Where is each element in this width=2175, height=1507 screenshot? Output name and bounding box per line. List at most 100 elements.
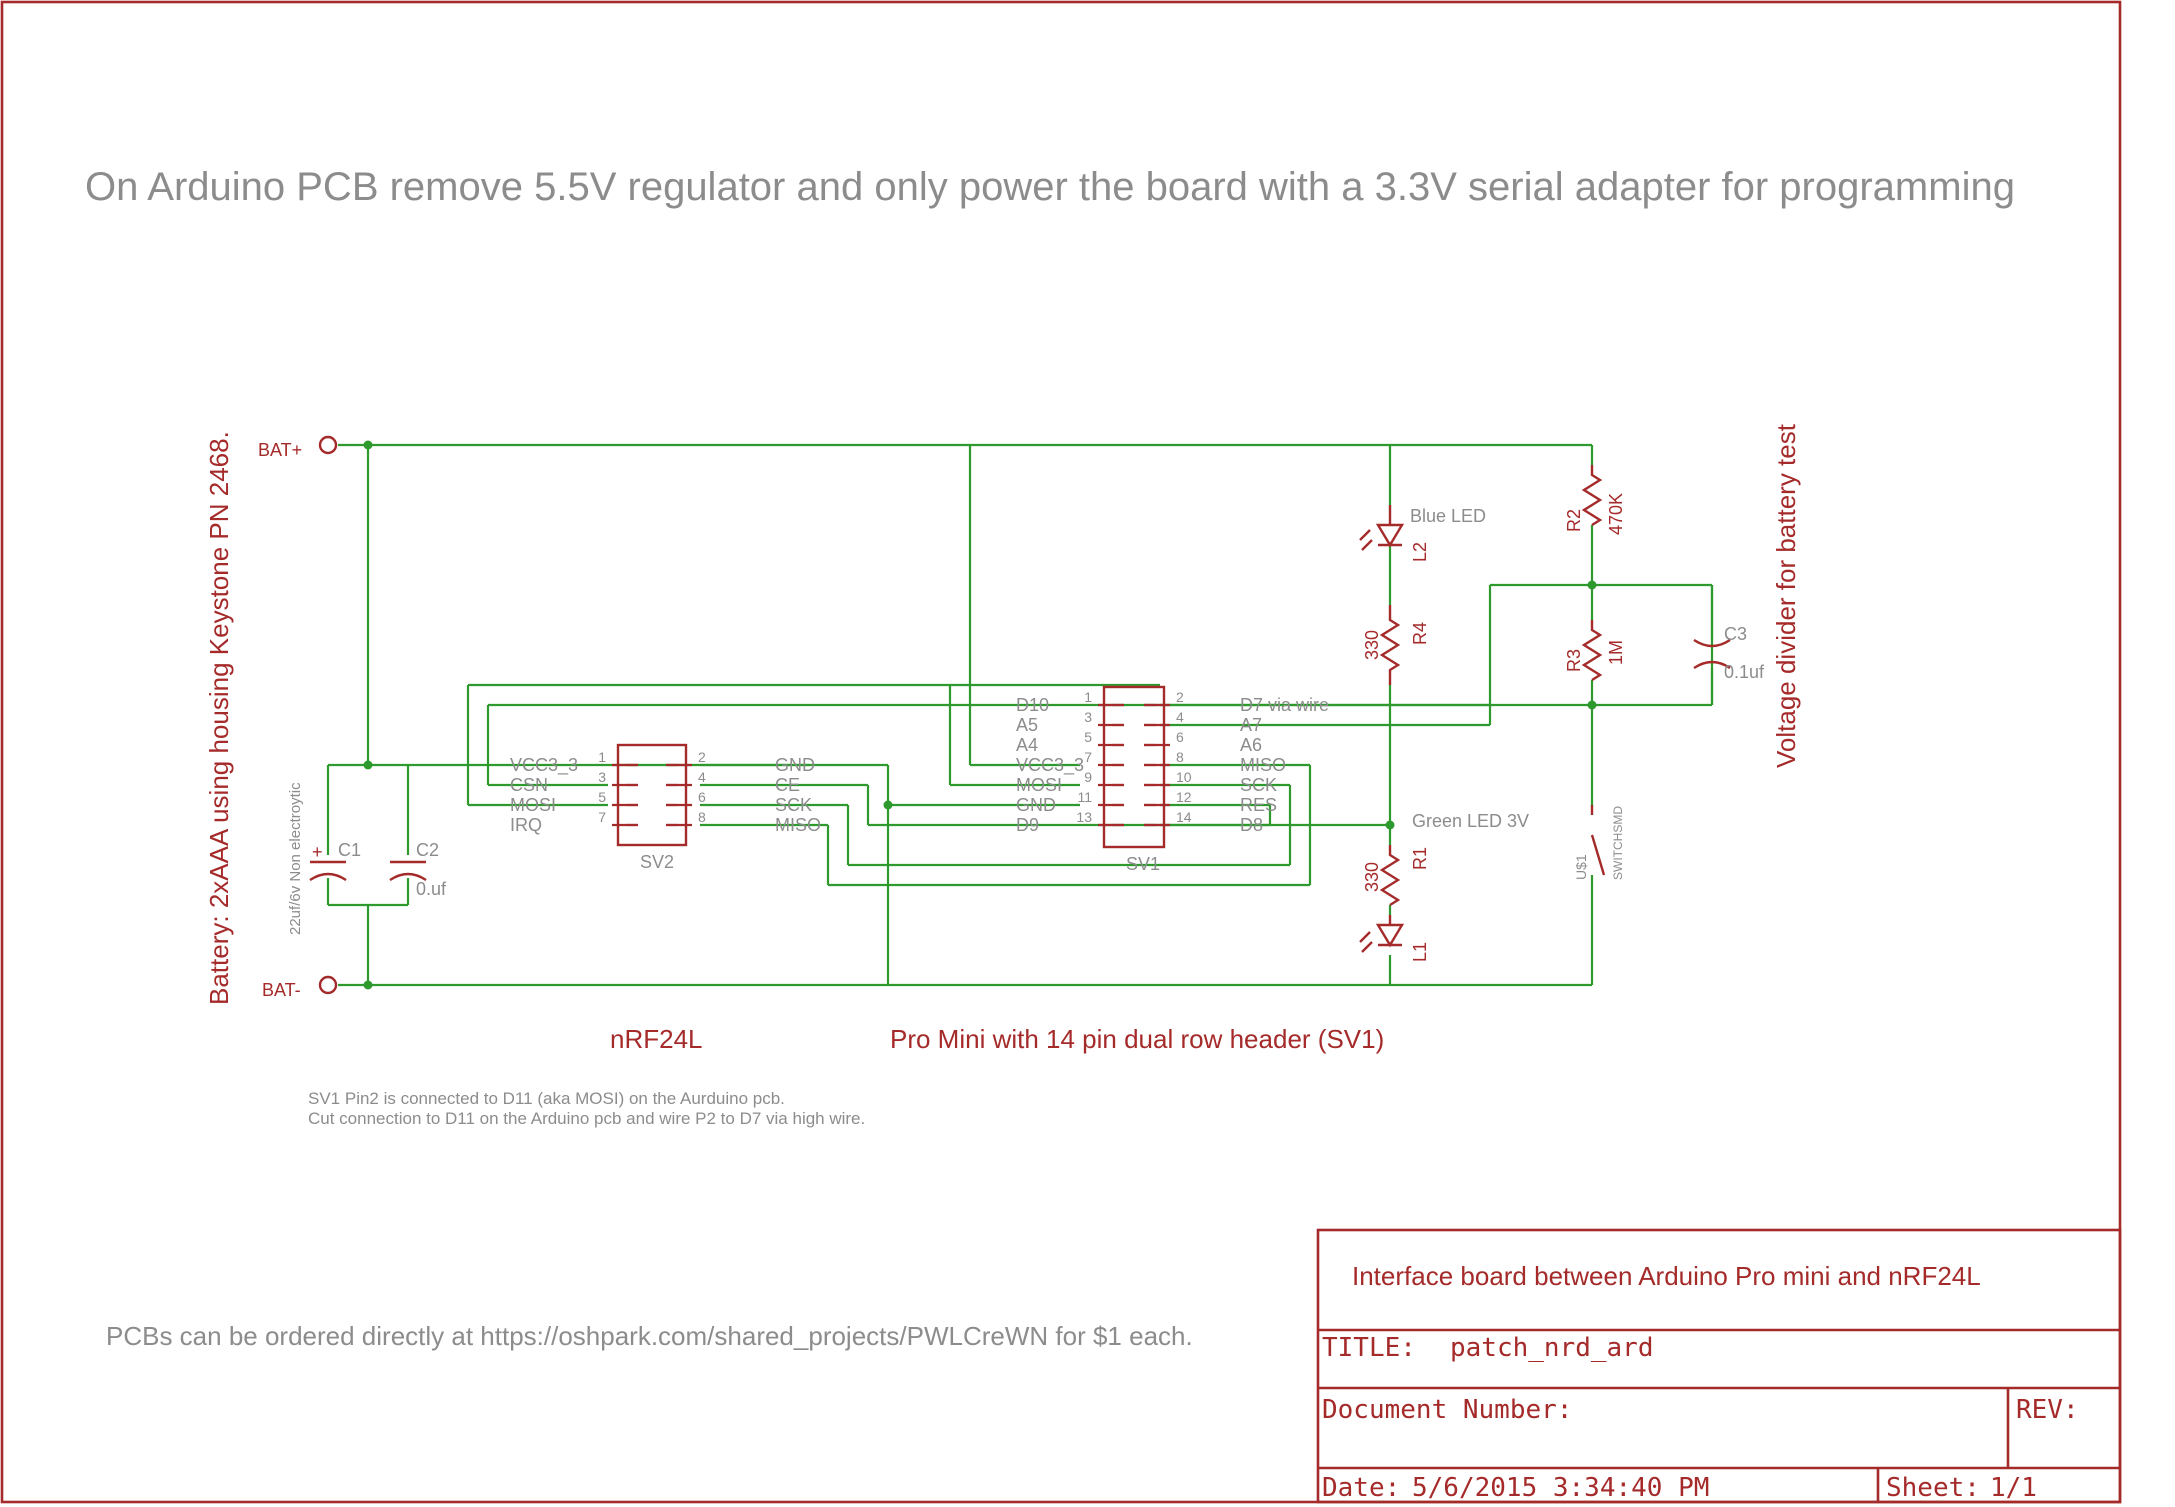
pin-number: 8: [1176, 749, 1184, 765]
junctions: [363, 440, 1597, 990]
sheet-label: Sheet:: [1886, 1473, 1980, 1503]
pin-number: 13: [1076, 809, 1092, 825]
r2-value: 470K: [1606, 493, 1626, 535]
pin-number: 2: [698, 749, 706, 765]
pin-label: D8: [1240, 815, 1263, 835]
bat-plus-terminal: BAT+: [258, 435, 338, 460]
sheet-frame: [0, 0, 2122, 1504]
pin-label: A4: [1016, 735, 1038, 755]
pin-number: 5: [1084, 729, 1092, 745]
r4-name: R4: [1410, 622, 1430, 645]
pin-label: D10: [1016, 695, 1049, 715]
pin-label: GND: [775, 755, 815, 775]
pin-label: CE: [775, 775, 800, 795]
promini-title: Pro Mini with 14 pin dual row header (SV…: [890, 1024, 1384, 1054]
pin-number: 12: [1176, 789, 1192, 805]
switch-u1: U$1 SWITCHSMD: [1573, 805, 1625, 880]
title-block-description: Interface board between Arduino Pro mini…: [1352, 1261, 1981, 1291]
c3-name: C3: [1724, 624, 1747, 644]
pin-label: D9: [1016, 815, 1039, 835]
r1-value: 330: [1362, 862, 1382, 892]
sv2-name: SV2: [640, 852, 674, 872]
pin-label: MISO: [775, 815, 821, 835]
l1-name: L1: [1410, 942, 1430, 962]
pin-label: VCC3_3: [510, 755, 578, 776]
pin-label: A7: [1240, 715, 1262, 735]
sheet-value: 1/1: [1990, 1473, 2037, 1503]
date-label: Date:: [1322, 1473, 1400, 1503]
pin-label: A5: [1016, 715, 1038, 735]
pin-number: 4: [698, 769, 706, 785]
pin-number: 2: [1176, 689, 1184, 705]
rev-label: REV:: [2016, 1395, 2079, 1425]
date-value: 5/6/2015 3:34:40 PM: [1412, 1473, 1709, 1503]
r2-name: R2: [1564, 509, 1584, 532]
c2-name: C2: [416, 840, 439, 860]
c1-plus: +: [312, 842, 323, 862]
battery-note: Battery: 2xAAA using housing Keystone PN…: [204, 431, 234, 1005]
led-l1: L1: [1359, 915, 1430, 962]
pin-label: SCK: [775, 795, 812, 815]
pin-label: VCC3_3: [1016, 755, 1084, 776]
nrf-title: nRF24L: [610, 1024, 703, 1054]
pin-number: 1: [1084, 689, 1092, 705]
switch-type: SWITCHSMD: [1611, 806, 1625, 880]
pin-number: 6: [698, 789, 706, 805]
pin-number: 3: [598, 769, 606, 785]
pin-label: CSN: [510, 775, 548, 795]
l2-name: L2: [1410, 542, 1430, 562]
resistor-r1: 330 R1: [1362, 845, 1430, 907]
blue-led-label: Blue LED: [1410, 506, 1486, 526]
title-label: TITLE:: [1322, 1333, 1416, 1363]
pin-number: 3: [1084, 709, 1092, 725]
pin-number: 9: [1084, 769, 1092, 785]
pin-label: A6: [1240, 735, 1262, 755]
pin-number: 11: [1077, 789, 1092, 805]
c1-value: 22uf/6v Non electroytic: [287, 782, 304, 935]
pin-label: RES: [1240, 795, 1277, 815]
c1-name: C1: [338, 840, 361, 860]
pin-label: MOSI: [510, 795, 556, 815]
docnum-label: Document Number:: [1322, 1395, 1572, 1425]
green-led-label: Green LED 3V: [1412, 811, 1529, 831]
pin-number: 7: [1084, 749, 1092, 765]
resistor-r2: R2 470K: [1564, 465, 1626, 535]
r3-name: R3: [1564, 649, 1584, 672]
c2-value: 0.uf: [416, 879, 447, 899]
capacitor-c1: + C1 22uf/6v Non electroytic: [287, 782, 361, 935]
r1-name: R1: [1410, 847, 1430, 870]
pin-label: MISO: [1240, 755, 1286, 775]
c3-value: 0.1uf: [1724, 662, 1765, 682]
pin-label: SCK: [1240, 775, 1277, 795]
sv1-name: SV1: [1126, 854, 1160, 874]
pin-number: 1: [598, 749, 606, 765]
capacitor-c2: C2 0.uf: [389, 840, 447, 899]
pin-label: IRQ: [510, 815, 542, 835]
resistor-r3: R3 1M: [1564, 620, 1626, 682]
bat-minus-label: BAT-: [262, 980, 301, 1000]
led-l2: Blue LED L2: [1359, 505, 1486, 562]
title-value: patch_nrd_ard: [1450, 1333, 1654, 1363]
pin-label: D7 via wire: [1240, 695, 1329, 715]
pin-number: 6: [1176, 729, 1184, 745]
pin-label: MOSI: [1016, 775, 1062, 795]
r3-value: 1M: [1606, 640, 1626, 665]
switch-name: U$1: [1573, 854, 1589, 880]
sv1-note-line2: Cut connection to D11 on the Arduino pcb…: [308, 1109, 865, 1128]
top-note: On Arduino PCB remove 5.5V regulator and…: [85, 165, 2015, 209]
sv1-note-line1: SV1 Pin2 is connected to D11 (aka MOSI) …: [308, 1089, 785, 1108]
pin-number: 8: [698, 809, 706, 825]
pin-label: GND: [1016, 795, 1056, 815]
pcb-note: PCBs can be ordered directly at https://…: [106, 1321, 1193, 1351]
bat-minus-terminal: BAT-: [262, 975, 338, 1000]
capacitor-c3: C3 0.1uf: [1693, 585, 1765, 705]
pin-number: 10: [1176, 769, 1192, 785]
bat-plus-label: BAT+: [258, 440, 302, 460]
voltage-divider-note: Voltage divider for battery test: [1771, 423, 1801, 768]
r4-value: 330: [1362, 630, 1382, 660]
pin-number: 7: [598, 809, 606, 825]
resistor-r4: 330 R4: [1362, 605, 1430, 685]
